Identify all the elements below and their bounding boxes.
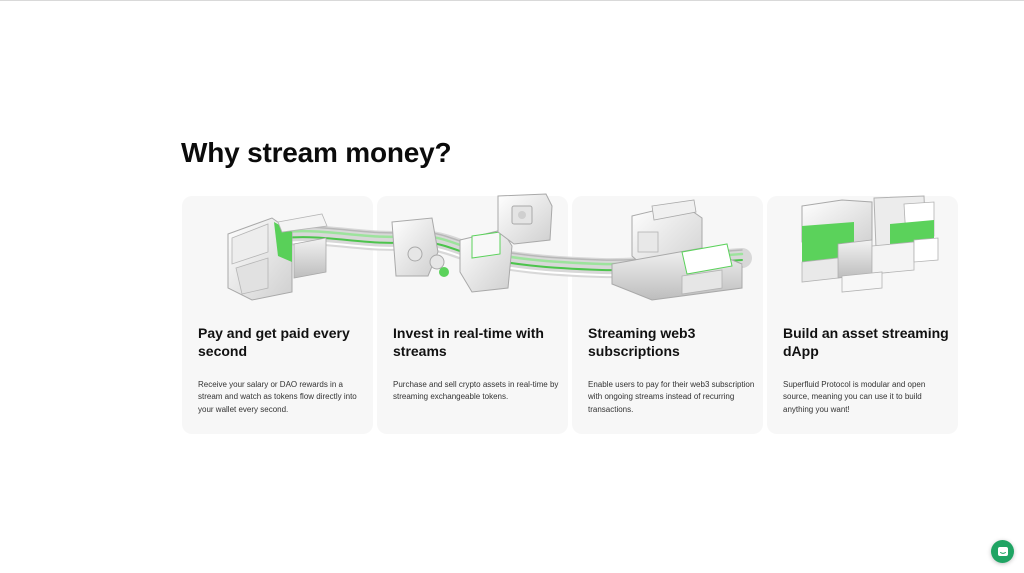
card-description: Receive your salary or DAO rewards in a … — [198, 380, 357, 414]
card-description: Superfluid Protocol is modular and open … — [783, 380, 926, 414]
card-description: Enable users to pay for their web3 subsc… — [588, 380, 755, 414]
feature-card-subscriptions[interactable]: Streaming web3 subscriptions Enable user… — [572, 196, 763, 434]
card-title: Invest in real-time with streams — [393, 325, 544, 359]
chat-bubble-icon — [997, 546, 1008, 556]
feature-cards: Pay and get paid every second Receive yo… — [182, 196, 959, 434]
feature-card-invest[interactable]: Invest in real-time with streams Purchas… — [377, 196, 568, 434]
top-divider — [0, 0, 1024, 1]
feature-card-pay[interactable]: Pay and get paid every second Receive yo… — [182, 196, 373, 434]
feature-card-build[interactable]: Build an asset streaming dApp Superfluid… — [767, 196, 958, 434]
chat-launcher-button[interactable] — [991, 540, 1014, 563]
card-title: Build an asset streaming dApp — [783, 325, 949, 359]
card-title: Streaming web3 subscriptions — [588, 325, 696, 359]
card-description: Purchase and sell crypto assets in real-… — [393, 380, 559, 402]
section-title: Why stream money? — [181, 137, 452, 168]
card-title: Pay and get paid every second — [198, 325, 350, 359]
